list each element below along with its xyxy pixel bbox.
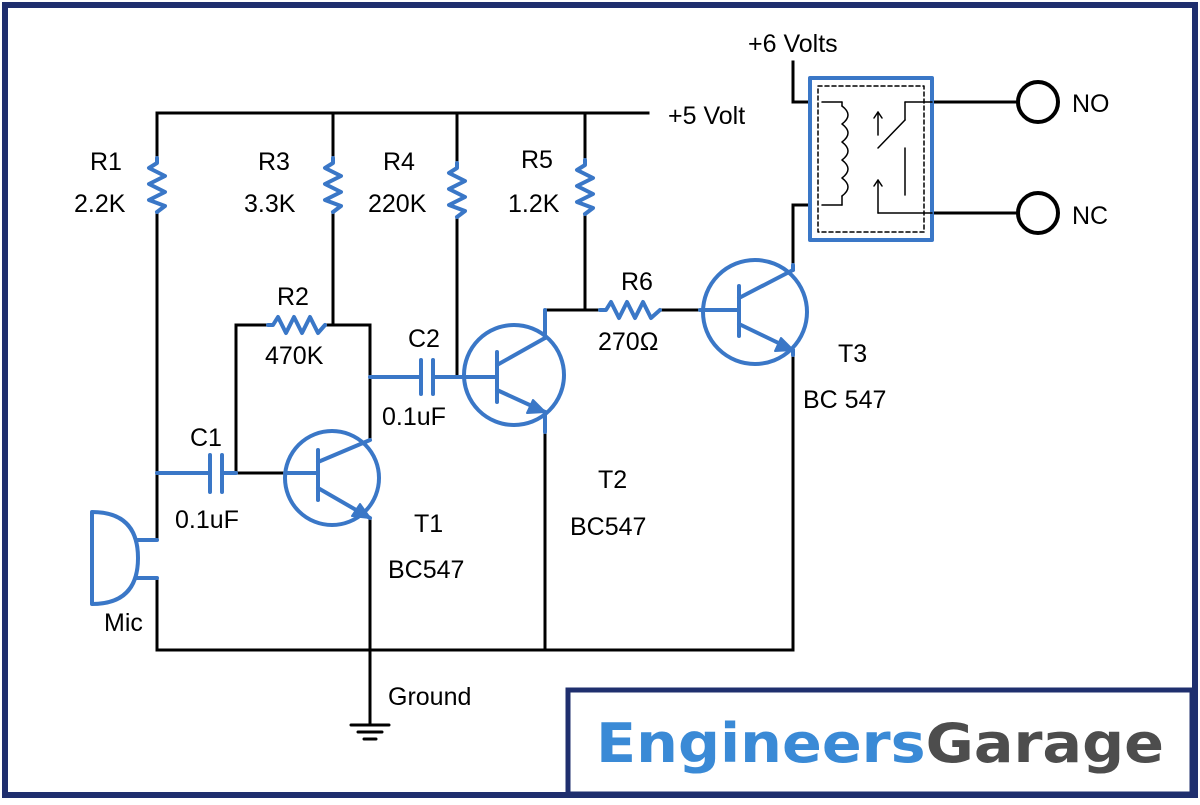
microphone [90, 510, 159, 606]
resistor-r3 [323, 156, 343, 214]
label-r1-value: 2.2K [74, 190, 126, 218]
label-c2-value: 0.1uF [382, 403, 446, 431]
label-nc: NC [1072, 202, 1108, 230]
wires [155, 60, 1020, 727]
label-c1-name: C1 [190, 424, 222, 452]
transistor-t3 [698, 258, 809, 366]
label-ground: Ground [388, 683, 471, 711]
label-r5-name: R5 [521, 146, 553, 174]
relay [808, 76, 934, 242]
label-r3-value: 3.3K [244, 190, 296, 218]
label-t3-name: T3 [838, 340, 867, 368]
resistor-r5 [575, 158, 595, 216]
transistor-t1 [283, 429, 381, 527]
label-r4-name: R4 [383, 148, 415, 176]
label-r2-name: R2 [277, 283, 309, 311]
label-t3-value: BC 547 [803, 386, 886, 414]
label-r6-value: 270Ω [598, 328, 658, 356]
resistor-r4 [447, 161, 467, 219]
label-mic: Mic [104, 609, 143, 637]
logo-part-garage: Garage [926, 712, 1164, 775]
label-t2-name: T2 [598, 466, 627, 494]
resistor-r1 [147, 156, 167, 214]
label-t1-value: BC547 [388, 556, 464, 584]
logo-part-engineers: Engineers [596, 712, 926, 775]
label-r2-value: 470K [265, 342, 324, 370]
label-r5-value: 1.2K [508, 190, 560, 218]
components [90, 76, 1060, 741]
capacitor-c2 [368, 358, 470, 396]
label-r1-name: R1 [90, 148, 122, 176]
label-r4-value: 220K [368, 190, 427, 218]
label-c1-value: 0.1uF [175, 506, 239, 534]
labels: +5 Volt +6 Volts Ground NO NC R1 2.2K R3… [74, 30, 1110, 711]
resistor-r6 [598, 300, 662, 320]
transistor-t2 [462, 308, 566, 434]
resistor-r2 [266, 315, 327, 335]
label-vcc6: +6 Volts [748, 30, 838, 58]
label-c2-name: C2 [408, 325, 440, 353]
ground-symbol [349, 723, 391, 741]
label-r3-name: R3 [258, 148, 290, 176]
terminal-no [1016, 80, 1060, 124]
label-no: NO [1072, 90, 1110, 118]
label-t2-value: BC547 [570, 513, 646, 541]
label-r6-name: R6 [621, 268, 653, 296]
label-t1-name: T1 [414, 510, 443, 538]
terminal-nc [1016, 191, 1060, 235]
label-vcc5: +5 Volt [668, 102, 745, 130]
capacitor-c1 [155, 453, 238, 494]
